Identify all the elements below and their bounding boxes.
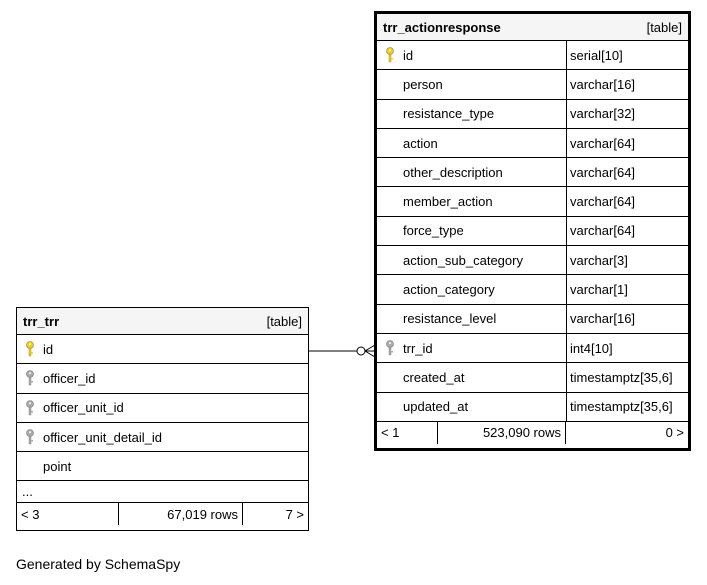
column-row[interactable]: officer_unit_detail_id bbox=[17, 423, 308, 453]
children-count[interactable]: 7 > bbox=[242, 503, 308, 526]
column-row[interactable]: resistance_type varchar[32] bbox=[377, 99, 688, 129]
column-row[interactable]: id serial[10] bbox=[377, 41, 688, 71]
column-name: action_sub_category bbox=[403, 252, 523, 268]
row-count: 67,019 rows bbox=[118, 503, 242, 526]
table-footer: < 3 67,019 rows 7 > bbox=[17, 503, 308, 526]
column-name: resistance_type bbox=[403, 106, 495, 122]
column-type: varchar[64] bbox=[566, 128, 688, 158]
column-row[interactable]: member_action varchar[64] bbox=[377, 187, 688, 217]
column-row[interactable]: action_sub_category varchar[3] bbox=[377, 246, 688, 276]
column-row[interactable]: action_category varchar[1] bbox=[377, 275, 688, 305]
column-type: timestamptz[35,6] bbox=[566, 392, 688, 421]
primary-key-icon bbox=[386, 47, 394, 63]
column-type: varchar[64] bbox=[566, 187, 688, 216]
column-row[interactable]: resistance_level varchar[16] bbox=[377, 304, 688, 334]
column-type: int4[10] bbox=[566, 333, 688, 363]
column-type: serial[10] bbox=[566, 41, 688, 70]
column-type: varchar[64] bbox=[566, 216, 688, 246]
column-name: officer_id bbox=[43, 370, 96, 386]
column-name: trr_id bbox=[403, 340, 433, 356]
crowfoot-upper bbox=[364, 344, 376, 352]
column-row[interactable]: id bbox=[17, 335, 308, 365]
table-header: trr_actionresponse [table] bbox=[377, 14, 688, 41]
row-count: 523,090 rows bbox=[437, 421, 565, 444]
table-trr-trr[interactable]: trr_trr [table] id officer_id officer_unit… bbox=[16, 307, 309, 531]
generated-by-credit: Generated by SchemaSpy bbox=[16, 556, 181, 572]
column-type: varchar[16] bbox=[566, 70, 688, 99]
crowfoot-lower bbox=[364, 350, 376, 358]
column-name: point bbox=[43, 458, 72, 474]
column-type: varchar[3] bbox=[566, 246, 688, 275]
column-name: action bbox=[403, 135, 438, 151]
column-name: officer_unit_detail_id bbox=[43, 429, 163, 445]
column-name: force_type bbox=[403, 223, 464, 239]
column-row[interactable]: created_at timestamptz[35,6] bbox=[377, 363, 688, 393]
column-name: other_description bbox=[403, 164, 503, 180]
column-row[interactable]: officer_id bbox=[17, 364, 308, 394]
table-header: trr_trr [table] bbox=[17, 308, 308, 335]
column-name: updated_at bbox=[403, 399, 469, 415]
foreign-key-icon bbox=[26, 429, 34, 445]
column-name: resistance_level bbox=[403, 311, 497, 327]
table-kind: [table] bbox=[646, 19, 682, 35]
column-name: member_action bbox=[403, 194, 493, 210]
column-name: created_at bbox=[403, 369, 465, 385]
zero-cardinality-marker bbox=[356, 346, 366, 356]
column-type: varchar[64] bbox=[566, 158, 688, 187]
column-name: action_category bbox=[403, 282, 495, 298]
column-type: varchar[16] bbox=[566, 304, 688, 333]
column-row[interactable]: updated_at timestamptz[35,6] bbox=[377, 392, 688, 422]
column-row[interactable]: point bbox=[17, 452, 308, 482]
children-count[interactable]: 0 > bbox=[565, 421, 688, 444]
table-name: trr_trr bbox=[23, 313, 60, 329]
column-name: person bbox=[403, 76, 443, 92]
parents-count[interactable]: < 1 bbox=[381, 425, 400, 441]
column-name: officer_unit_id bbox=[43, 400, 124, 416]
column-row[interactable]: trr_id int4[10] bbox=[377, 333, 688, 364]
foreign-key-icon bbox=[386, 340, 394, 356]
foreign-key-icon bbox=[26, 399, 34, 415]
column-name: id bbox=[403, 47, 414, 63]
primary-key-icon bbox=[26, 341, 34, 357]
column-name: id bbox=[43, 341, 54, 357]
column-row[interactable]: officer_unit_id bbox=[17, 394, 308, 423]
column-type: varchar[32] bbox=[566, 99, 688, 128]
column-row[interactable]: person varchar[16] bbox=[377, 70, 688, 100]
table-footer: < 1 523,090 rows 0 > bbox=[377, 421, 688, 444]
table-name: trr_actionresponse bbox=[383, 19, 501, 35]
foreign-key-icon bbox=[26, 370, 34, 386]
column-type: timestamptz[35,6] bbox=[566, 363, 688, 392]
column-row[interactable]: force_type varchar[64] bbox=[377, 216, 688, 247]
column-row[interactable]: other_description varchar[64] bbox=[377, 158, 688, 188]
column-row[interactable]: action varchar[64] bbox=[377, 128, 688, 159]
table-kind: [table] bbox=[266, 313, 302, 329]
column-type: varchar[1] bbox=[566, 275, 688, 304]
parents-count[interactable]: < 3 bbox=[21, 506, 40, 522]
more-columns-ellipsis: ... bbox=[17, 481, 308, 504]
